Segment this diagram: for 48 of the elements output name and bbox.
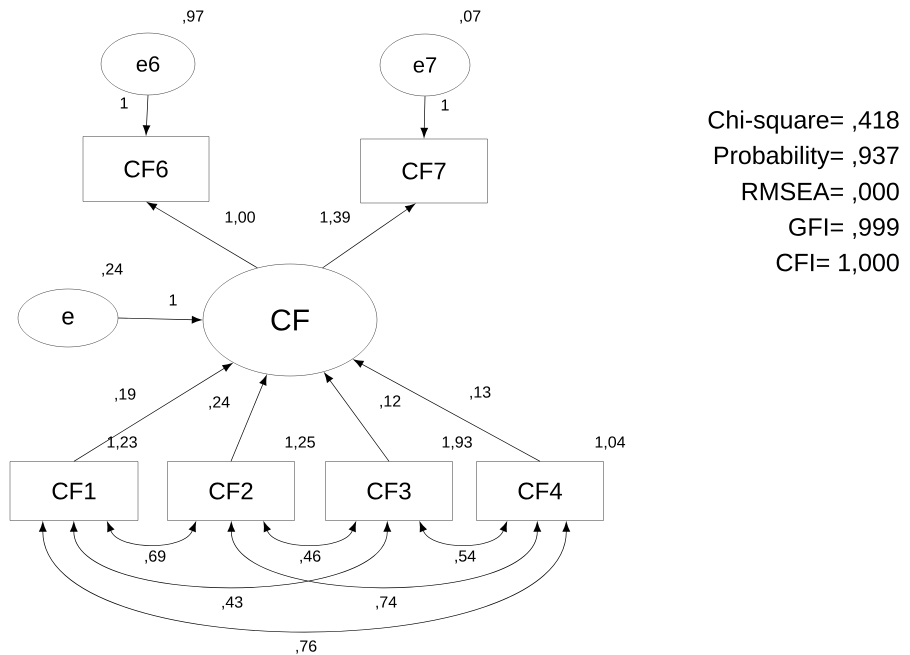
arrow (74, 363, 232, 462)
edge-label: 1 (118, 96, 130, 110)
arrow (142, 94, 150, 136)
edge-label: ,69 (142, 549, 168, 565)
arrow (118, 316, 202, 324)
arrow (324, 372, 390, 462)
variable-box: CF2 (167, 461, 295, 521)
edge-label: 1,39 (318, 210, 352, 226)
edge-label: ,43 (220, 595, 244, 611)
arrow (146, 202, 258, 268)
edge-label: 1 (168, 294, 178, 306)
fit-statistic: CFI= 1,000 (776, 254, 899, 274)
arrow (230, 375, 267, 462)
edge-label: 1 (440, 98, 450, 112)
covariance-arrow (264, 522, 356, 546)
covariance-arrow (420, 522, 508, 546)
variance-label: 1,93 (442, 436, 472, 450)
covariance-arrow (228, 522, 542, 588)
edge-label: ,19 (112, 387, 138, 403)
edge-label: ,76 (294, 639, 318, 655)
variable-box: CF7 (360, 138, 488, 204)
edge-label: ,12 (378, 394, 402, 410)
variable-box: CF3 (325, 461, 453, 521)
variance-label: ,97 (183, 10, 204, 24)
variable-box: CF6 (82, 136, 210, 202)
arrow (322, 204, 416, 268)
edge-label: ,74 (374, 595, 398, 611)
edge-label: ,54 (452, 549, 478, 565)
edge-label: ,46 (298, 549, 322, 565)
covariance-arrow (107, 522, 196, 546)
covariance-arrow (70, 522, 392, 588)
fit-statistic: RMSEA= ,000 (742, 182, 899, 204)
fit-statistic: GFI= ,999 (789, 218, 899, 239)
variance-label: ,07 (460, 10, 480, 24)
variance-label: 1,25 (286, 436, 315, 450)
covariance-arrow (39, 522, 570, 632)
edge-label: ,24 (206, 395, 232, 411)
variance-label: 1,23 (108, 436, 137, 450)
variable-box: CF4 (476, 461, 604, 521)
arrow (354, 359, 540, 462)
fit-statistic: Chi-square= ,418 (708, 110, 899, 134)
variable-box: CF1 (10, 461, 138, 521)
arrow (420, 96, 428, 138)
variance-label: ,24 (102, 263, 123, 277)
variance-label: 1,04 (596, 436, 626, 450)
edge-label: 1,00 (223, 210, 257, 226)
edge-label: ,13 (468, 385, 492, 401)
fit-statistic: Probability= ,937 (714, 146, 898, 170)
